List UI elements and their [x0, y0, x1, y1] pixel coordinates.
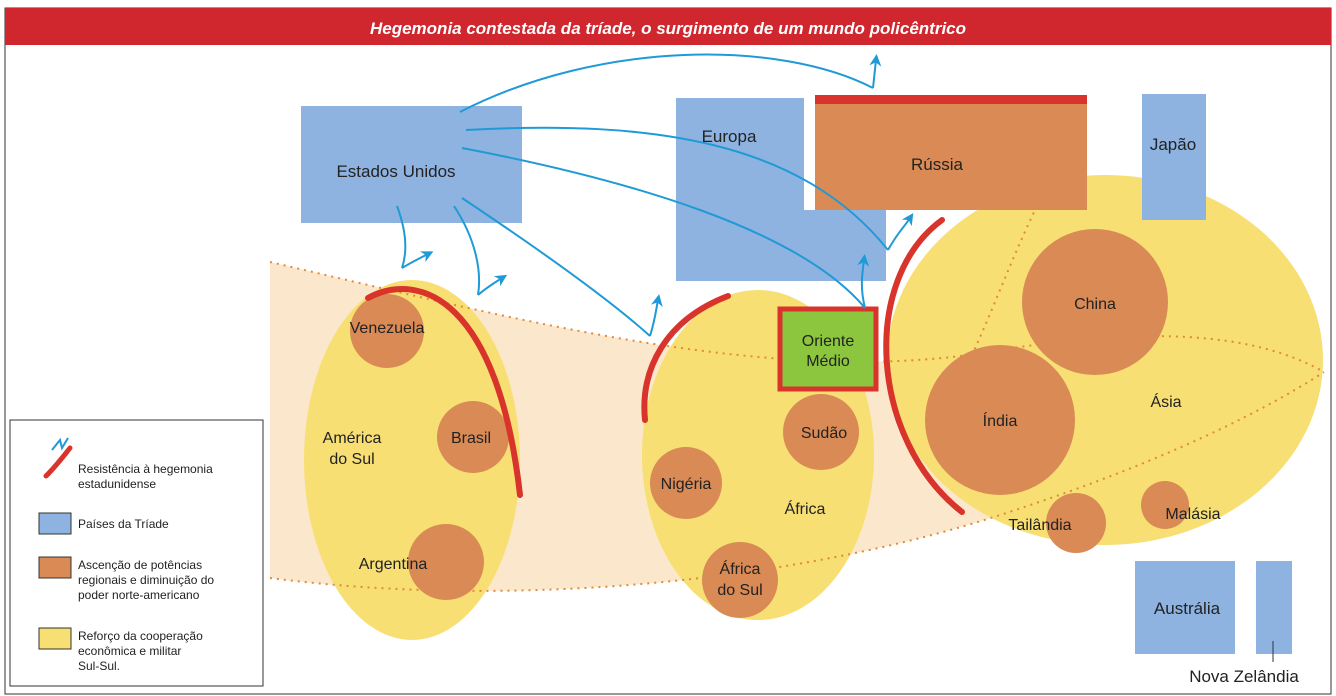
malasia-circle — [1141, 481, 1189, 529]
sudao-circle — [783, 394, 859, 470]
south-america-label: América do Sul — [323, 430, 382, 468]
africa-do-sul-label: África do Sul — [717, 559, 762, 599]
india-label: Índia — [983, 411, 1018, 430]
middle-east-box — [777, 306, 879, 392]
arrow-to-top — [459, 53, 874, 113]
russia-box — [815, 103, 1087, 210]
text-line: Ascenção de potências — [78, 558, 202, 572]
arrow-to-venezuela — [396, 205, 407, 269]
text-line: África — [720, 559, 761, 578]
india-circle — [925, 345, 1075, 495]
argentina-circle — [408, 524, 484, 600]
africa-label: África — [785, 499, 826, 518]
argentina-label: Argentina — [359, 556, 428, 573]
legend-regional-swatch — [38, 556, 72, 579]
australia-box — [1135, 561, 1235, 654]
arrow-to-brasil — [453, 205, 481, 296]
legend-resistance-icon — [43, 437, 73, 479]
europe-label: Europa — [702, 127, 757, 146]
venezuela-label: Venezuela — [350, 320, 425, 337]
legend-cooperation-swatch — [38, 627, 72, 650]
china-circle — [1022, 229, 1168, 375]
arrow-to-asia — [465, 126, 889, 251]
arrow-middle-east-tip — [857, 254, 870, 309]
text-line: econômica e militar — [78, 644, 181, 658]
europe-box — [676, 98, 804, 281]
japan-box — [1142, 94, 1206, 220]
australia-label: Austrália — [1154, 599, 1221, 618]
text-line: Oriente — [802, 333, 855, 350]
russia-label: Rússia — [911, 155, 964, 174]
text-line: América — [323, 430, 382, 447]
south-america-resistance-arc — [365, 286, 523, 498]
map-title: Hegemonia contestada da tríade, o surgim… — [370, 19, 966, 38]
sudao-label: Sudão — [801, 425, 847, 442]
legend-arc-icon — [43, 445, 73, 479]
title-bar — [5, 8, 1331, 45]
africa-do-sul-circle — [702, 542, 778, 618]
text-line: do Sul — [329, 451, 374, 468]
asia-resistance-arc — [883, 217, 965, 515]
legend-triad-label: Países da Tríade — [78, 517, 169, 531]
new-zealand-box — [1256, 561, 1292, 654]
venezuela-circle — [350, 294, 424, 368]
nigeria-label: Nigéria — [661, 476, 712, 493]
tailandia-label: Tailândia — [1008, 517, 1071, 534]
text-line: Reforço da cooperação — [78, 629, 203, 643]
text-line: regionais e diminuição do — [78, 573, 214, 587]
legend-triad-swatch — [38, 512, 72, 535]
text-line: do Sul — [717, 582, 762, 599]
arrow-africa-tip — [649, 294, 663, 337]
arrow-top-tip — [869, 54, 882, 89]
asia-label: Ásia — [1150, 392, 1181, 411]
usa-box — [301, 106, 522, 223]
brasil-circle — [437, 401, 509, 473]
arrow-venezuela-tip — [401, 251, 434, 269]
arrow-brasil-tip — [477, 274, 508, 296]
text-line: Sul-Sul. — [78, 659, 120, 673]
japan-label: Japão — [1150, 135, 1196, 154]
text-line: poder norte-americano — [78, 588, 200, 602]
band-lower-border — [269, 371, 1325, 592]
legend-arrow-icon — [51, 437, 69, 451]
africa-resistance-arc — [641, 293, 731, 423]
china-label: China — [1074, 296, 1116, 313]
russia-resistance-bar — [815, 95, 1087, 104]
text-line: Resistência à hegemonia — [78, 462, 213, 476]
europe-box-extension — [800, 210, 886, 281]
asia-inner-dotted — [959, 199, 1041, 381]
malasia-label: Malásia — [1165, 506, 1220, 523]
arrow-to-africa — [461, 197, 651, 337]
tailandia-circle — [1046, 493, 1106, 553]
usa-label: Estados Unidos — [336, 162, 455, 181]
nigeria-circle — [650, 447, 722, 519]
arrow-asia-tip — [887, 213, 914, 251]
arrow-to-middle-east — [461, 147, 866, 309]
brasil-label: Brasil — [451, 430, 491, 447]
text-line: estadunidense — [78, 477, 156, 491]
new-zealand-label: Nova Zelândia — [1189, 667, 1299, 686]
text-line: Médio — [806, 353, 850, 370]
